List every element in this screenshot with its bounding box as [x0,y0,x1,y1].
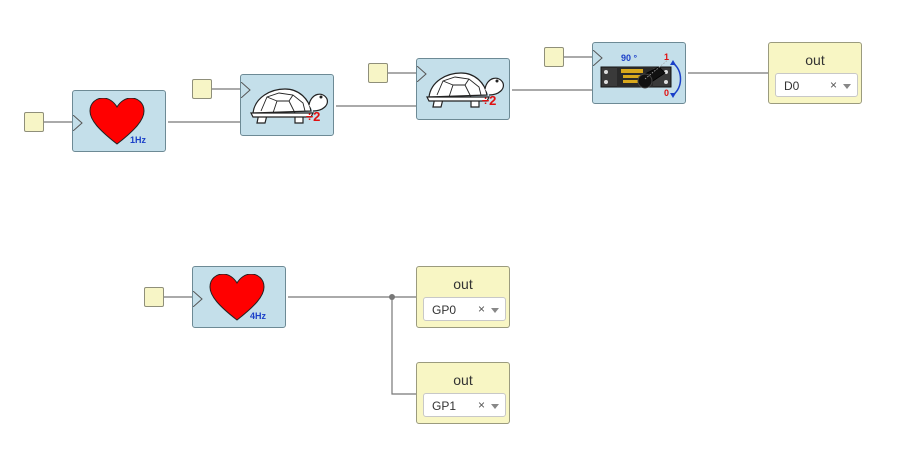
clear-icon[interactable]: × [829,78,837,92]
output-title: out [453,372,473,388]
input-port-icon [241,82,251,98]
clock-block-4hz[interactable]: 4Hz [192,266,286,328]
heart-icon [89,98,145,145]
chevron-down-icon[interactable] [843,84,851,89]
servo-high-label: 1 [664,52,670,62]
heart-icon [209,274,265,321]
clock-frequency-label: 1Hz [130,135,147,145]
wire-junction [389,294,395,300]
chevron-down-icon[interactable] [491,308,499,313]
output-pin-value: GP1 [432,399,457,413]
output-pin-value: GP0 [432,303,457,317]
input-box-clock2[interactable] [144,287,164,307]
turtle-icon [250,88,328,124]
clear-icon[interactable]: × [477,302,485,316]
divider-block-1[interactable]: ÷2 [240,74,334,136]
output-title: out [805,52,825,68]
input-box-servo[interactable] [544,47,564,67]
divider-label: ÷2 [306,109,321,124]
input-port-icon [73,115,83,131]
wire-clock2-out-gp1 [391,297,416,395]
output-pin-value: D0 [784,79,800,93]
output-block-gp0: out GP0 × [416,266,510,328]
input-box-divider2[interactable] [368,63,388,83]
output-pin-select[interactable]: D0 × [775,73,858,97]
input-port-icon [193,291,203,307]
output-block-d0: out D0 × [768,42,862,104]
servo-icon [600,58,682,98]
clock-frequency-label: 4Hz [250,311,267,321]
clock-block-1hz[interactable]: 1Hz [72,90,166,152]
output-block-gp1: out GP1 × [416,362,510,424]
input-box-clock1[interactable] [24,112,44,132]
servo-angle-label: 90 ° [621,53,638,63]
input-port-icon [417,66,427,82]
clear-icon[interactable]: × [477,398,485,412]
divider-label: ÷2 [482,93,497,108]
turtle-icon [426,72,504,108]
input-port-icon [593,50,603,66]
output-pin-select[interactable]: GP0 × [423,297,506,321]
servo-block[interactable]: 90 ° 1 0 [592,42,686,104]
chevron-down-icon[interactable] [491,404,499,409]
output-title: out [453,276,473,292]
divider-block-2[interactable]: ÷2 [416,58,510,120]
output-pin-select[interactable]: GP1 × [423,393,506,417]
input-box-divider1[interactable] [192,79,212,99]
servo-low-label: 0 [664,88,670,98]
